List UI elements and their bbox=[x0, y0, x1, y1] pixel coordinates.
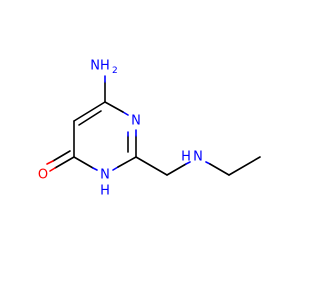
bond-n1-c2 bbox=[117, 156, 137, 168]
bond-c6-c5-inner bbox=[78, 110, 102, 126]
bond-c4-n1 bbox=[73, 156, 94, 169]
bond-c6-c5 bbox=[73, 101, 106, 122]
bond-n3-c6-n bbox=[122, 111, 129, 116]
ring-n1-h-label: H bbox=[100, 184, 110, 199]
bond-ch2-n bbox=[166, 163, 187, 176]
chain-n-label: N bbox=[193, 150, 203, 165]
bond-n-ethyl bbox=[209, 163, 230, 176]
bond-ethyl-ch3 bbox=[228, 156, 261, 176]
ring-n1-label: N bbox=[100, 168, 110, 183]
chain-n-h-label: H bbox=[181, 150, 191, 165]
structure-canvas: NH 2 N N H N H O bbox=[38, 59, 261, 199]
bond-c2-ch2 bbox=[135, 156, 168, 176]
amino-n-subscript: 2 bbox=[112, 66, 118, 76]
bond-c4-o-a-red bbox=[49, 167, 56, 172]
bond-c4-o-a bbox=[54, 156, 75, 169]
bond-c4-o-b-red bbox=[46, 160, 54, 165]
bond-n3-c6 bbox=[104, 101, 124, 113]
amino-n-label: NH bbox=[90, 59, 110, 74]
bond-c4-n1-n bbox=[92, 167, 98, 171]
bond-n1-c2-n bbox=[112, 166, 119, 171]
oxygen-label: O bbox=[38, 168, 48, 183]
bond-c4-o-b bbox=[52, 150, 71, 162]
ring-n3-label: N bbox=[131, 114, 141, 129]
bond-ch2-n-n bbox=[185, 161, 191, 165]
molecule-diagram: NH 2 N N H N H O bbox=[38, 59, 261, 199]
